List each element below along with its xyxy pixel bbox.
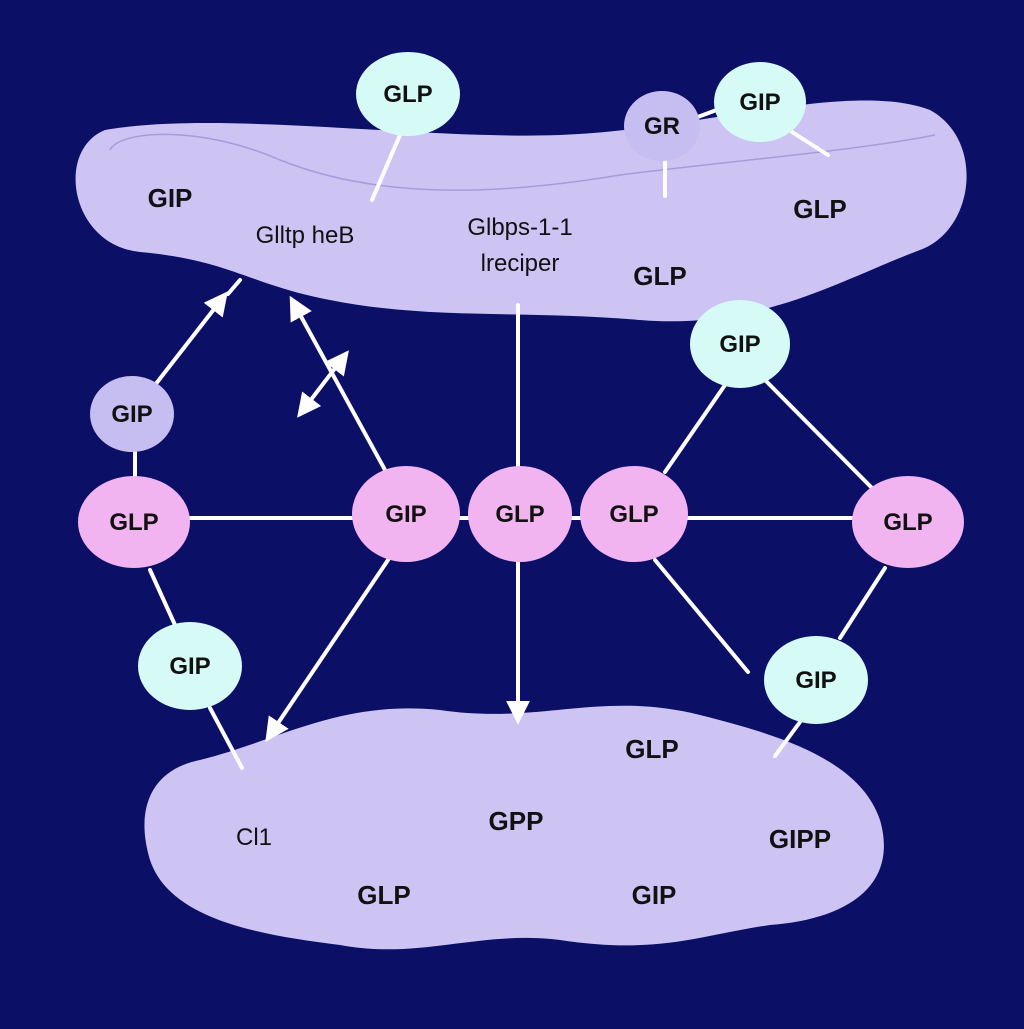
node-glp-right-mid: GLP (852, 476, 964, 568)
link-region-to-left (226, 278, 242, 296)
node-gip-right-lower-label: GIP (795, 667, 836, 694)
node-glp-center-right: GLP (580, 466, 688, 562)
link-gip-lower-to-bottom (208, 706, 244, 770)
bottom-region-label-glp-top: GLP (625, 734, 678, 764)
double-arrow (297, 350, 349, 418)
top-region-label-glltp: Glltp heB (256, 222, 355, 249)
node-gip-top-right: GIP (714, 62, 806, 142)
node-glp-center: GLP (468, 466, 572, 562)
node-gip-right-lower: GIP (764, 636, 868, 724)
link-glp-top-to-region (370, 133, 402, 202)
link-glp-left-to-gip-lower (148, 568, 177, 627)
top-region-label-recipient: lrecipеr (481, 250, 560, 277)
node-glp-right-mid-label: GLP (883, 509, 932, 536)
link-gip-right-lower-tail (773, 720, 802, 758)
node-gip-left-upper: GIP (90, 376, 174, 452)
node-gip-center-left: GIP (352, 466, 460, 562)
node-glp-left-mid: GLP (78, 476, 190, 568)
node-glp-center-label: GLP (495, 501, 544, 528)
link-glp-cr-to-gip-right-lower (653, 558, 750, 674)
bottom-region-labels: GLP Cl1 GPP GIPP GLP GIP (236, 734, 831, 910)
bottom-region-label-cl1: Cl1 (236, 824, 272, 851)
link-gip-right-upper-to-glp-right (763, 378, 874, 490)
node-gip-left-lower: GIP (138, 622, 242, 710)
link-gip-right-upper-to-glp-cr (663, 383, 727, 474)
top-region-label-glbps: Glbps-1-1 (467, 214, 572, 241)
top-region (75, 100, 967, 322)
bottom-region-label-gpp: GPP (489, 806, 544, 836)
bottom-region (144, 705, 884, 950)
node-glp-center-right-label: GLP (609, 501, 658, 528)
arrow-gip-center-to-region (289, 295, 387, 472)
link-glp-right-to-gip-right-lower (838, 566, 887, 640)
link-group (133, 106, 887, 770)
node-glp-top: GLP (356, 52, 460, 136)
node-gip-top-right-label: GIP (739, 89, 780, 116)
top-region-label-gip: GIP (148, 183, 193, 213)
node-gip-left-upper-label: GIP (111, 401, 152, 428)
node-gip-center-left-label: GIP (385, 501, 426, 528)
top-region-inner-line (109, 133, 936, 191)
link-gip-top-right-tail (790, 130, 830, 157)
top-region-labels: GIP Glltp heB Glbps-1-1 lrecipеr GLP GLP (148, 183, 847, 291)
node-gr-top-label: GR (644, 113, 680, 140)
node-gr-top: GR (624, 91, 700, 161)
bottom-region-label-gipp: GIPP (769, 824, 831, 854)
node-glp-left-mid-label: GLP (109, 509, 158, 536)
arrow-gip-center-to-bottom (265, 558, 390, 742)
top-region-label-glp-center: GLP (633, 261, 686, 291)
node-gip-left-lower-label: GIP (169, 653, 210, 680)
node-gip-right-upper: GIP (690, 300, 790, 388)
node-glp-top-label: GLP (383, 81, 432, 108)
node-gip-right-upper-label: GIP (719, 331, 760, 358)
bottom-region-label-glp-bottom: GLP (357, 880, 410, 910)
top-region-label-glp-right: GLP (793, 194, 846, 224)
bottom-region-label-gip-bottom: GIP (632, 880, 677, 910)
arrow-gip-left-to-region (153, 291, 228, 387)
